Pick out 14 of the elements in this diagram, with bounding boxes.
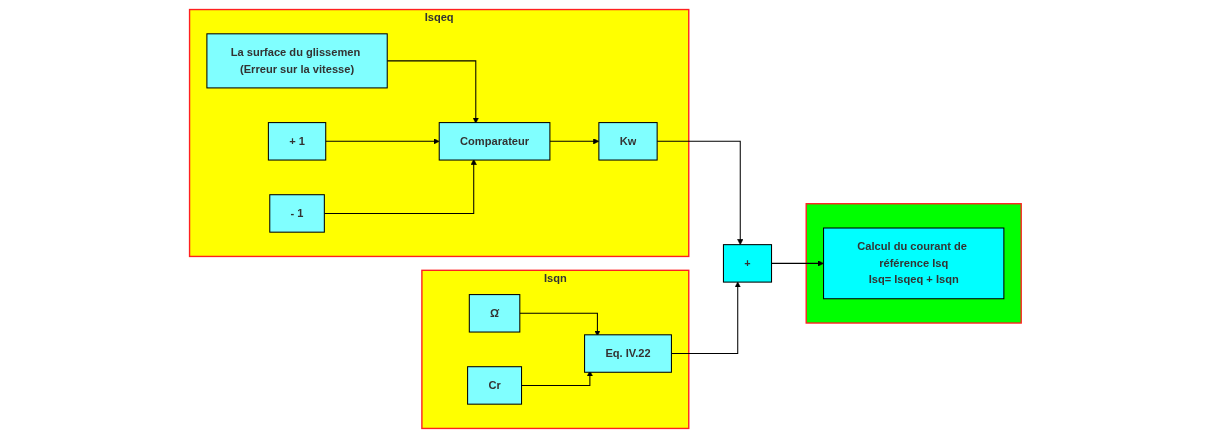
arrow [386, 60, 479, 124]
node-box: + 1 [267, 122, 326, 161]
node-box: Kw [597, 122, 658, 161]
node-box: La surface du glissemen (Erreur sur la vitesse) [206, 33, 388, 89]
cluster [805, 203, 1022, 324]
node-box: Ω̂ [468, 294, 520, 333]
arrow [656, 140, 743, 246]
node-box: Calcul du courant de référence Isq Isq= Isqeq + Isqn [822, 227, 1004, 300]
node-box: Cr [466, 366, 522, 405]
node-box: Eq. IV.22 [583, 334, 672, 373]
node-box: Comparateur [438, 122, 551, 161]
node-box: + [722, 244, 772, 283]
arrow [549, 138, 599, 145]
node-box: - 1 [268, 194, 325, 233]
